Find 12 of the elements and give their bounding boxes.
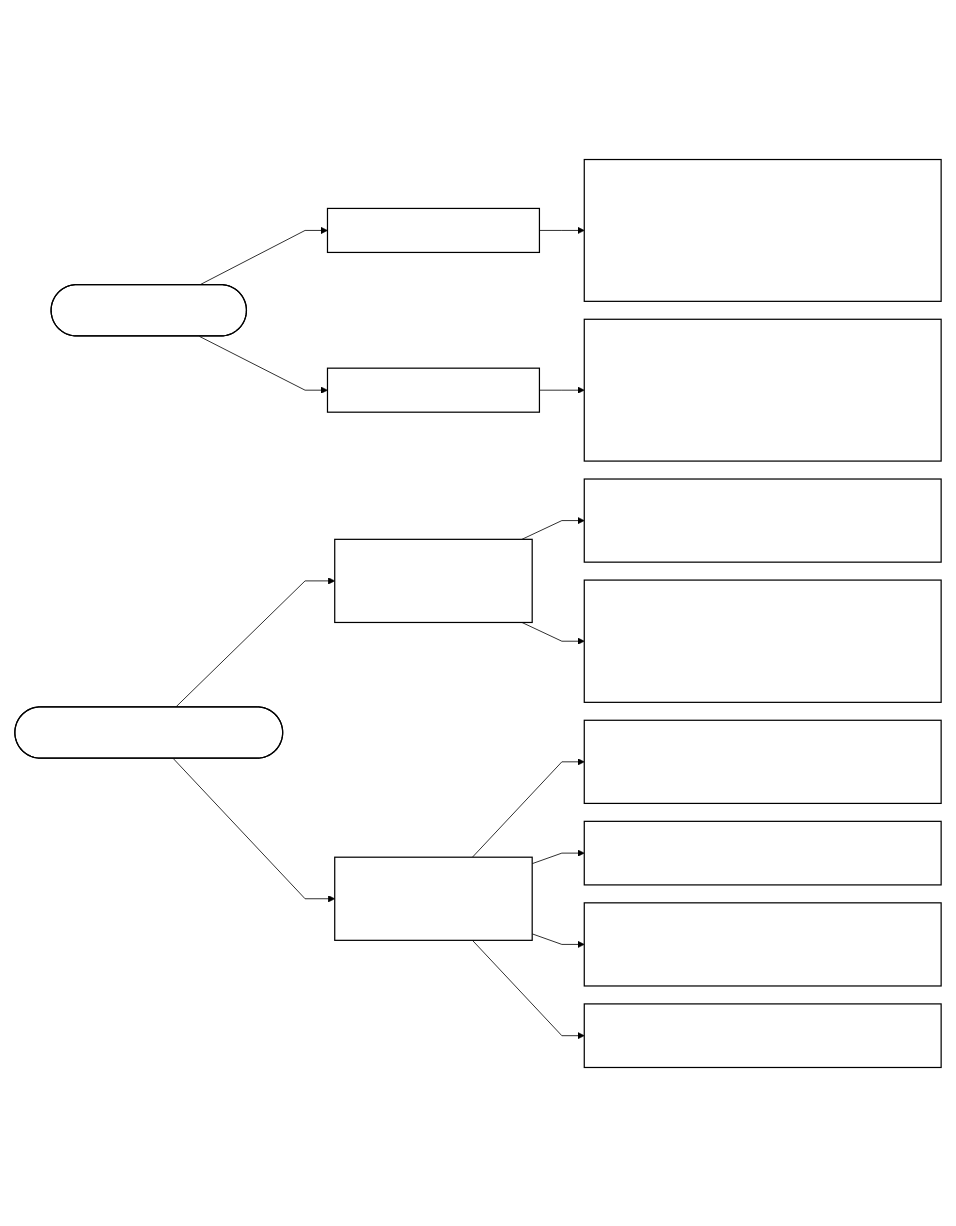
node-box: [583, 1002, 942, 1068]
node-box: [583, 719, 942, 804]
node-box: [583, 578, 942, 703]
node-box: [334, 856, 533, 941]
node-box: [334, 538, 533, 623]
node-box: [326, 207, 541, 253]
node-box: [583, 901, 942, 987]
node-box: [583, 820, 942, 885]
node-box: [583, 158, 942, 302]
node-box: [326, 367, 541, 413]
node-box: [583, 477, 942, 563]
node-box: [583, 318, 942, 462]
